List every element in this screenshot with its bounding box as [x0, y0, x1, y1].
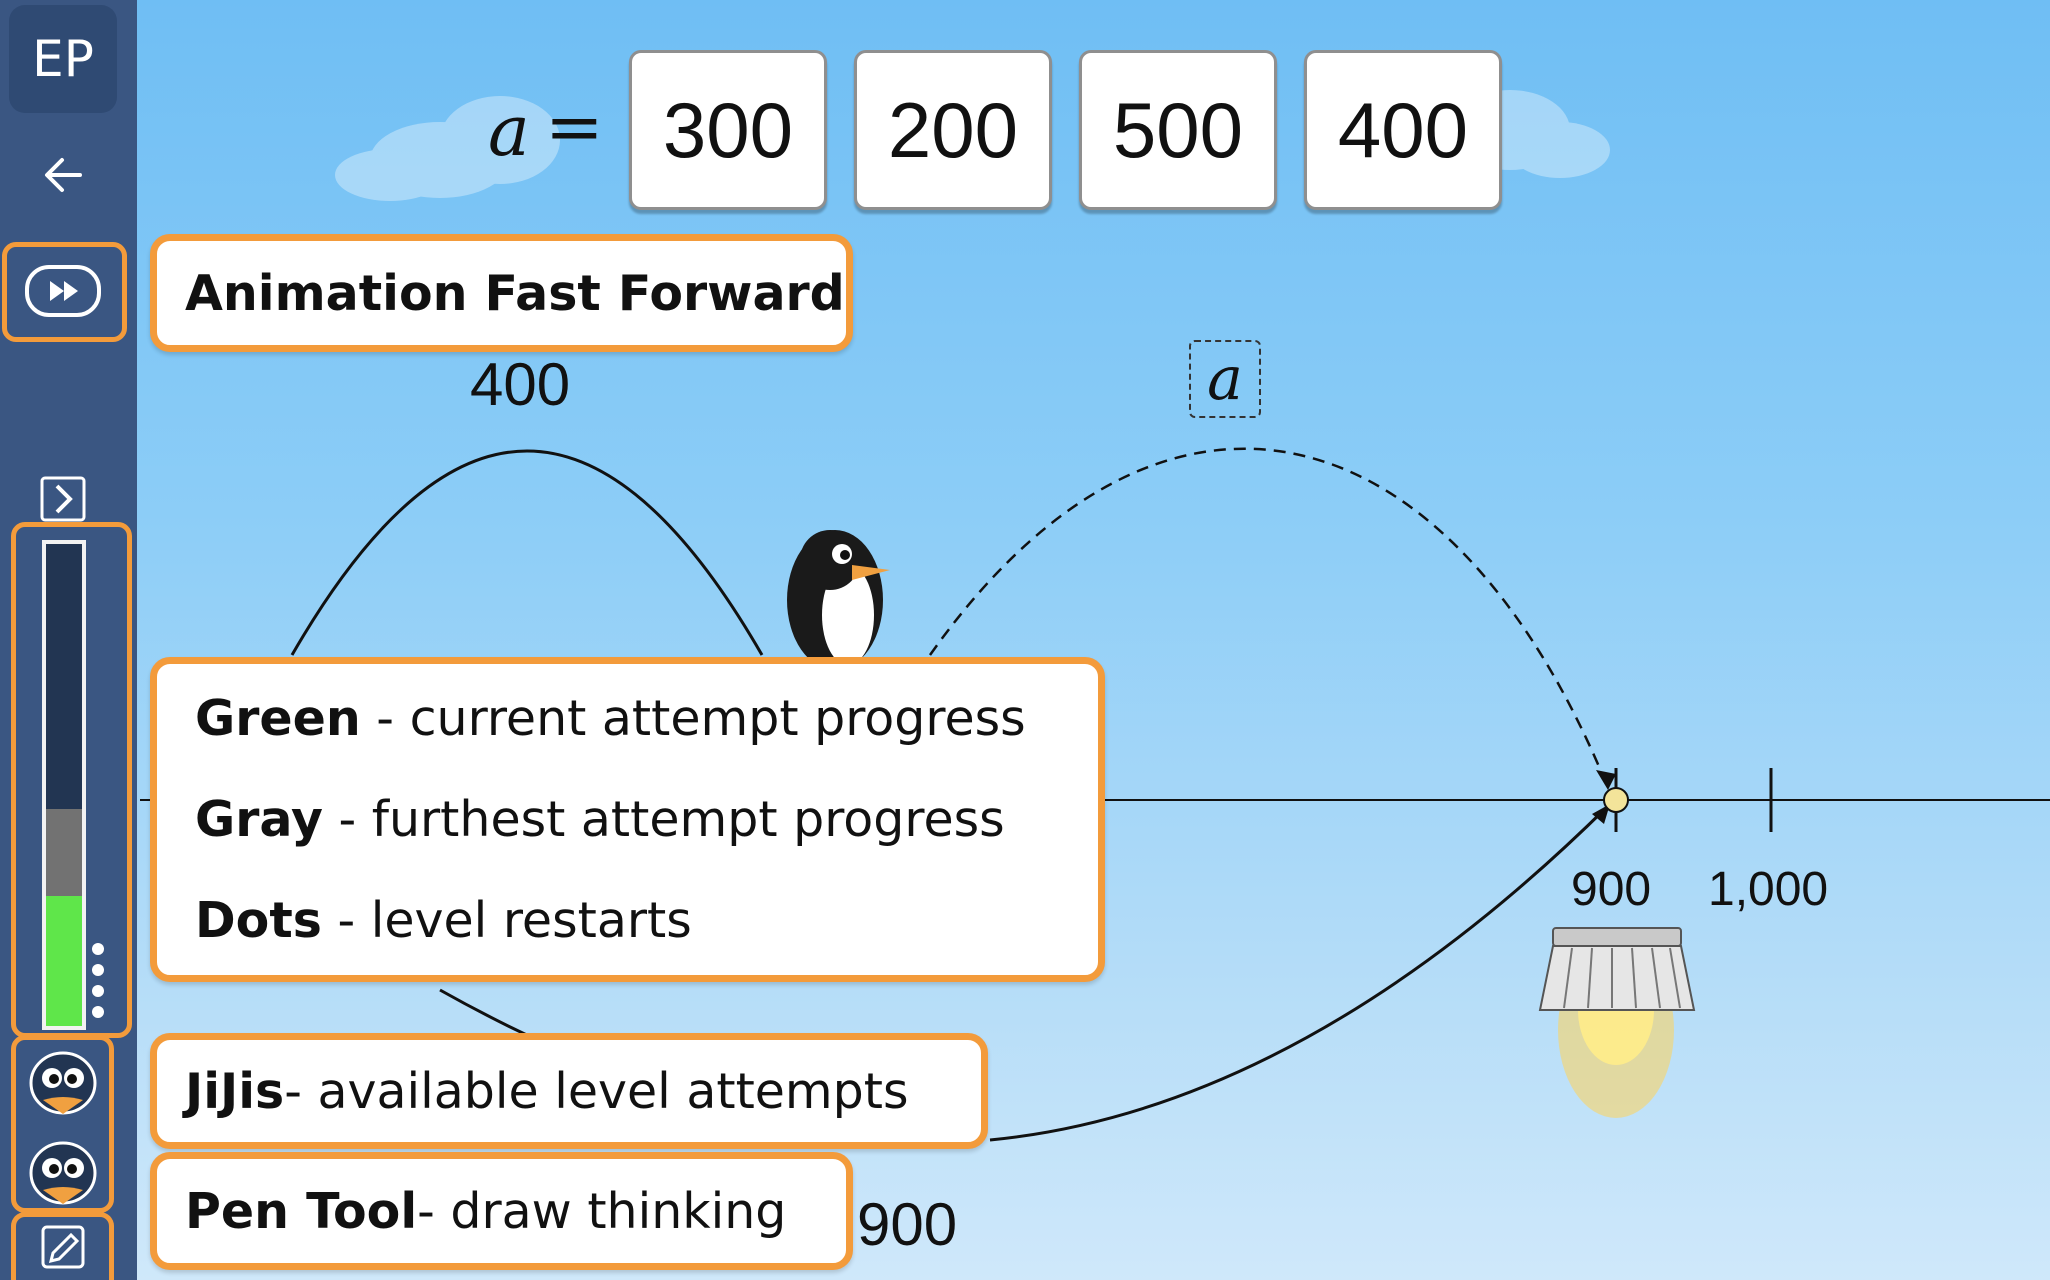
- answer-choice-500[interactable]: 500: [1079, 50, 1277, 210]
- left-arc-label: 400: [470, 351, 571, 418]
- answer-choice-200[interactable]: 200: [854, 50, 1052, 210]
- restart-dot: [92, 964, 104, 976]
- fast-forward-highlight: [2, 242, 127, 342]
- equation-equals: =: [545, 86, 604, 168]
- jiji-icon: [29, 1141, 97, 1205]
- left-jump-arc: [290, 449, 764, 656]
- progress-meter-callout: Green - current attempt progress Gray - …: [150, 657, 1105, 982]
- rocket-thruster-icon: [1538, 927, 1696, 1118]
- tick-label-900: 900: [1571, 863, 1652, 916]
- current-progress-bar: [46, 895, 82, 1026]
- progress-meter: [42, 540, 86, 1030]
- restart-dot: [92, 943, 104, 955]
- bottom-arc-label: 900: [857, 1191, 958, 1258]
- target-point: [1603, 787, 1629, 813]
- dashed-jump-arc: [928, 447, 1610, 789]
- pen-tool-highlight: [11, 1212, 114, 1280]
- dashed-arc-arrowhead: [1596, 770, 1616, 790]
- pen-tool-callout: Pen Tool - draw thinking: [150, 1152, 853, 1270]
- back-arrow-icon[interactable]: [38, 150, 88, 200]
- equation-variable: a: [488, 90, 530, 172]
- meter-legend-green: Green - current attempt progress: [195, 690, 1026, 747]
- pen-tool-icon[interactable]: [38, 1222, 88, 1272]
- answer-choice-400[interactable]: 400: [1304, 50, 1502, 210]
- restart-dot: [92, 985, 104, 997]
- lower-arc-arrowhead: [1592, 804, 1610, 824]
- variable-answer-box[interactable]: a: [1189, 340, 1261, 418]
- ep-badge[interactable]: EP: [9, 5, 117, 113]
- restart-dot: [92, 1006, 104, 1018]
- tick-label-1000: 1,000: [1708, 863, 1829, 916]
- answer-choice-300[interactable]: 300: [629, 50, 827, 210]
- penguin-icon: [787, 530, 890, 670]
- jiji-icon: [29, 1051, 97, 1115]
- jiji-callout: JiJis - available level attempts: [150, 1033, 988, 1149]
- sidebar: EP: [0, 0, 137, 1280]
- expand-chevron-icon[interactable]: [40, 476, 86, 522]
- fast-forward-icon[interactable]: [22, 262, 104, 320]
- fast-forward-callout: Animation Fast Forward: [150, 234, 853, 352]
- meter-legend-dots: Dots - level restarts: [195, 892, 692, 949]
- meter-legend-gray: Gray - furthest attempt progress: [195, 791, 1005, 848]
- jiji-highlight: [11, 1035, 114, 1213]
